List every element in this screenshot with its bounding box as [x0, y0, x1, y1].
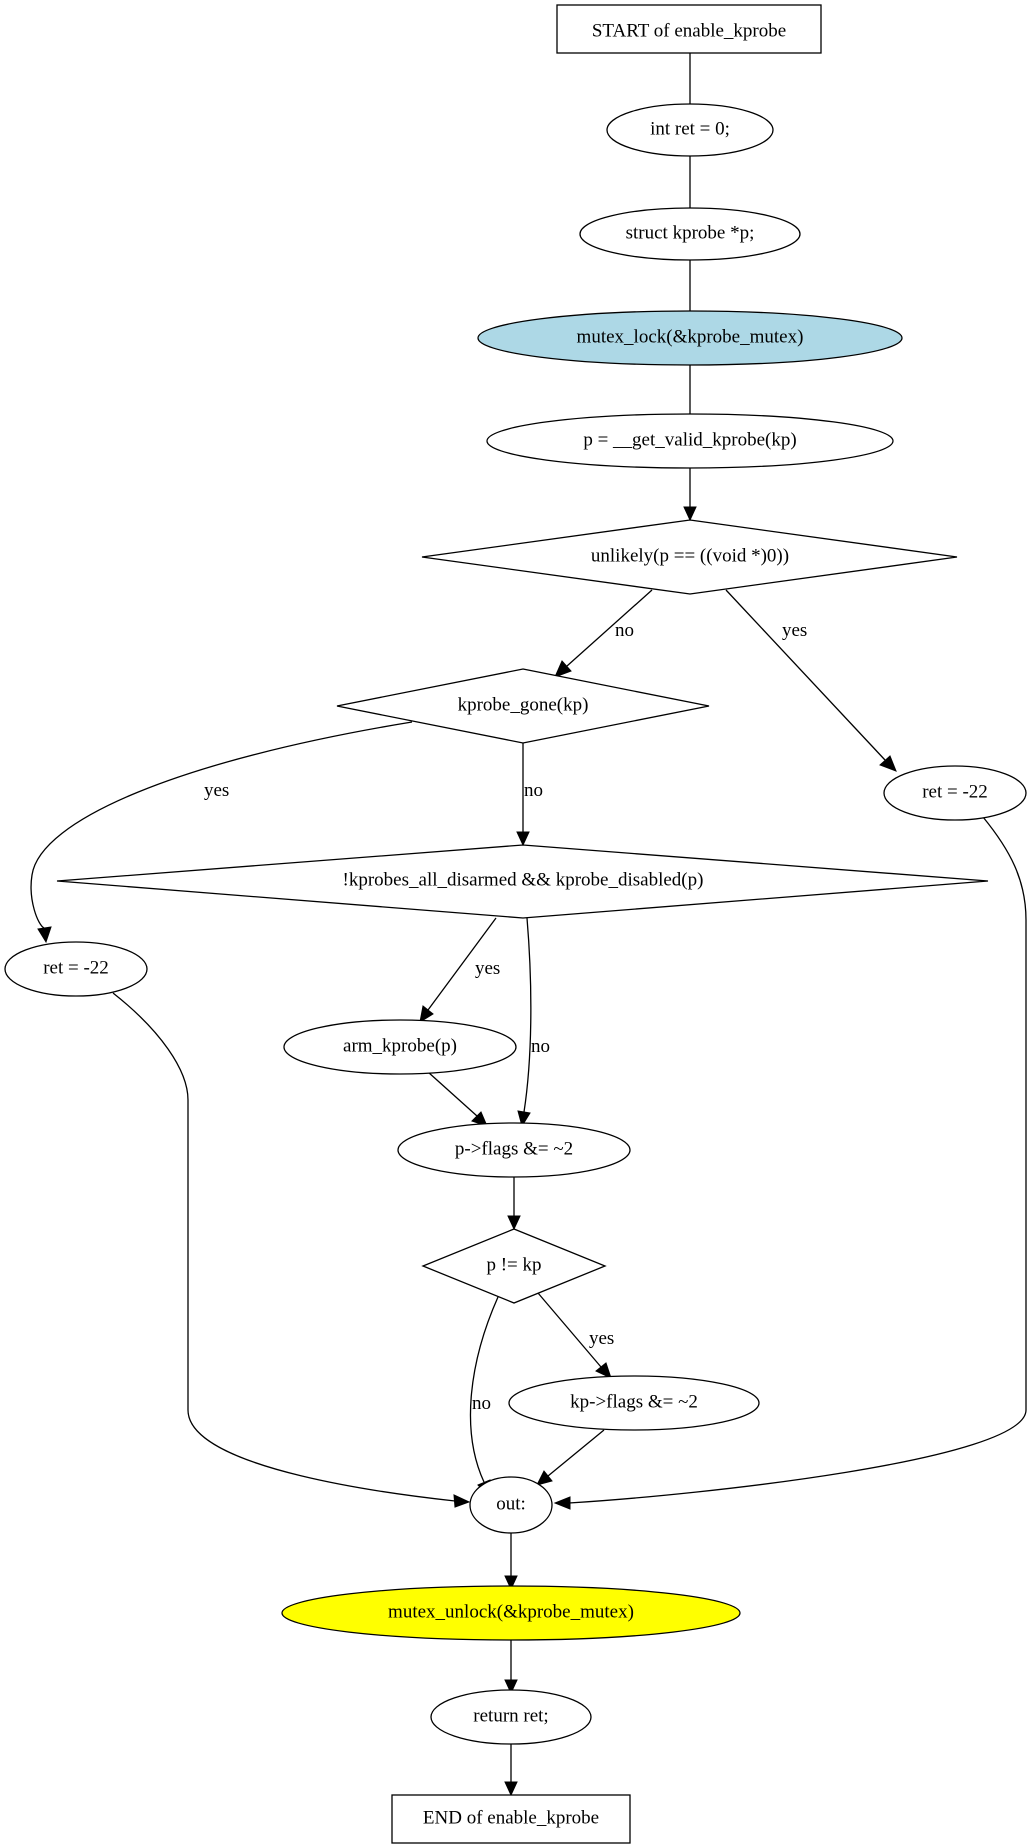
out-label: out: — [496, 1493, 526, 1514]
arrowhead — [504, 1781, 518, 1797]
nodes: START of enable_kprobe int ret = 0; stru… — [4, 4, 1027, 1844]
arrowhead — [595, 1362, 612, 1379]
edge-reta-to-out — [568, 816, 1027, 1504]
cond-gone-label: kprobe_gone(kp) — [458, 694, 589, 715]
node-cond-pkp: p != kp — [421, 1228, 607, 1304]
mutex-lock-label: mutex_lock(&kprobe_mutex) — [577, 326, 804, 347]
arm-ellipse — [283, 1019, 517, 1075]
node-mutex-lock: mutex_lock(&kprobe_mutex) — [477, 310, 903, 366]
cond-disarmed-diamond — [56, 844, 989, 919]
edge-gone-yes — [30, 721, 413, 929]
out-ellipse — [469, 1476, 553, 1534]
get-valid-label: p = __get_valid_kprobe(kp) — [583, 429, 796, 450]
node-end: END of enable_kprobe — [391, 1794, 631, 1844]
label-disarmed-yes: yes — [475, 958, 500, 979]
edge-pkp-no — [469, 1296, 499, 1483]
arrowhead — [504, 1679, 518, 1695]
node-return-ret: return ret; — [430, 1689, 592, 1745]
arrowhead — [517, 1110, 531, 1128]
arrowhead — [536, 1470, 553, 1486]
ret-a-label: ret = -22 — [922, 781, 988, 802]
label-disarmed-no: no — [531, 1036, 550, 1057]
kp-flags-label: kp->flags &= ~2 — [570, 1391, 698, 1412]
ret-init-ellipse — [606, 103, 774, 157]
edges — [30, 53, 1027, 1797]
cond-unlikely-diamond — [421, 519, 958, 595]
label-gone-no: no — [524, 780, 543, 801]
edge-pkp-yes — [537, 1292, 602, 1368]
edge-labels: no yes yes no yes no yes no — [204, 620, 807, 1414]
label-unlikely-no: no — [615, 620, 634, 641]
start-box — [556, 4, 822, 54]
arrowhead — [516, 831, 530, 847]
arrowhead — [419, 1005, 434, 1024]
node-arm: arm_kprobe(p) — [283, 1019, 517, 1075]
node-mutex-unlock: mutex_unlock(&kprobe_mutex) — [281, 1585, 741, 1641]
ret-b-label: ret = -22 — [43, 957, 109, 978]
decl-p-ellipse — [579, 207, 801, 261]
label-gone-yes: yes — [204, 780, 229, 801]
cond-pkp-label: p != kp — [486, 1254, 541, 1275]
arm-label: arm_kprobe(p) — [343, 1035, 457, 1056]
node-ret-init: int ret = 0; — [606, 103, 774, 157]
node-decl-p: struct kprobe *p; — [579, 207, 801, 261]
node-cond-gone: kprobe_gone(kp) — [336, 668, 710, 744]
arrowhead — [553, 1496, 571, 1510]
cond-pkp-diamond — [421, 1228, 607, 1304]
cond-unlikely-label: unlikely(p == ((void *)0)) — [591, 545, 789, 566]
node-ret-a: ret = -22 — [883, 765, 1027, 821]
edge-unlikely-no — [566, 589, 653, 667]
mutex-lock-ellipse — [477, 310, 903, 366]
node-get-valid: p = __get_valid_kprobe(kp) — [486, 413, 894, 469]
end-box — [391, 1794, 631, 1844]
cond-gone-diamond — [336, 668, 710, 744]
edge-retb-to-out — [112, 992, 456, 1502]
edge-unlikely-yes — [725, 589, 886, 761]
decl-p-label: struct kprobe *p; — [626, 222, 755, 243]
arrowhead — [683, 506, 697, 522]
node-start: START of enable_kprobe — [556, 4, 822, 54]
edge-kpflags-to-out — [547, 1429, 605, 1477]
node-cond-unlikely: unlikely(p == ((void *)0)) — [421, 519, 958, 595]
edge-arm-to-pflags — [427, 1071, 478, 1117]
ret-init-label: int ret = 0; — [650, 118, 730, 139]
end-label: END of enable_kprobe — [423, 1807, 599, 1828]
arrowhead — [879, 755, 897, 772]
mutex-unlock-ellipse — [281, 1585, 741, 1641]
p-flags-ellipse — [397, 1122, 631, 1178]
return-ret-ellipse — [430, 1689, 592, 1745]
start-label: START of enable_kprobe — [592, 20, 786, 41]
node-cond-disarmed: !kprobes_all_disarmed && kprobe_disabled… — [56, 844, 989, 919]
kp-flags-ellipse — [508, 1375, 760, 1431]
edge-disarmed-no — [523, 917, 532, 1113]
ret-b-ellipse — [4, 941, 148, 997]
arrowhead — [453, 1494, 471, 1508]
label-pkp-yes: yes — [589, 1328, 614, 1349]
label-unlikely-yes: yes — [782, 620, 807, 641]
node-p-flags: p->flags &= ~2 — [397, 1122, 631, 1178]
node-ret-b: ret = -22 — [4, 941, 148, 997]
cond-disarmed-label: !kprobes_all_disarmed && kprobe_disabled… — [343, 869, 704, 890]
ret-a-ellipse — [883, 765, 1027, 821]
arrowhead — [507, 1215, 521, 1231]
p-flags-label: p->flags &= ~2 — [455, 1138, 573, 1159]
arrowhead — [37, 926, 52, 944]
node-kp-flags: kp->flags &= ~2 — [508, 1375, 760, 1431]
node-out: out: — [469, 1476, 553, 1534]
mutex-unlock-label: mutex_unlock(&kprobe_mutex) — [388, 1601, 634, 1622]
arrowhead — [504, 1575, 518, 1591]
return-ret-label: return ret; — [473, 1705, 548, 1726]
edge-disarmed-yes — [427, 917, 497, 1011]
label-pkp-no: no — [472, 1393, 491, 1414]
get-valid-ellipse — [486, 413, 894, 469]
arrowhead — [554, 660, 572, 678]
